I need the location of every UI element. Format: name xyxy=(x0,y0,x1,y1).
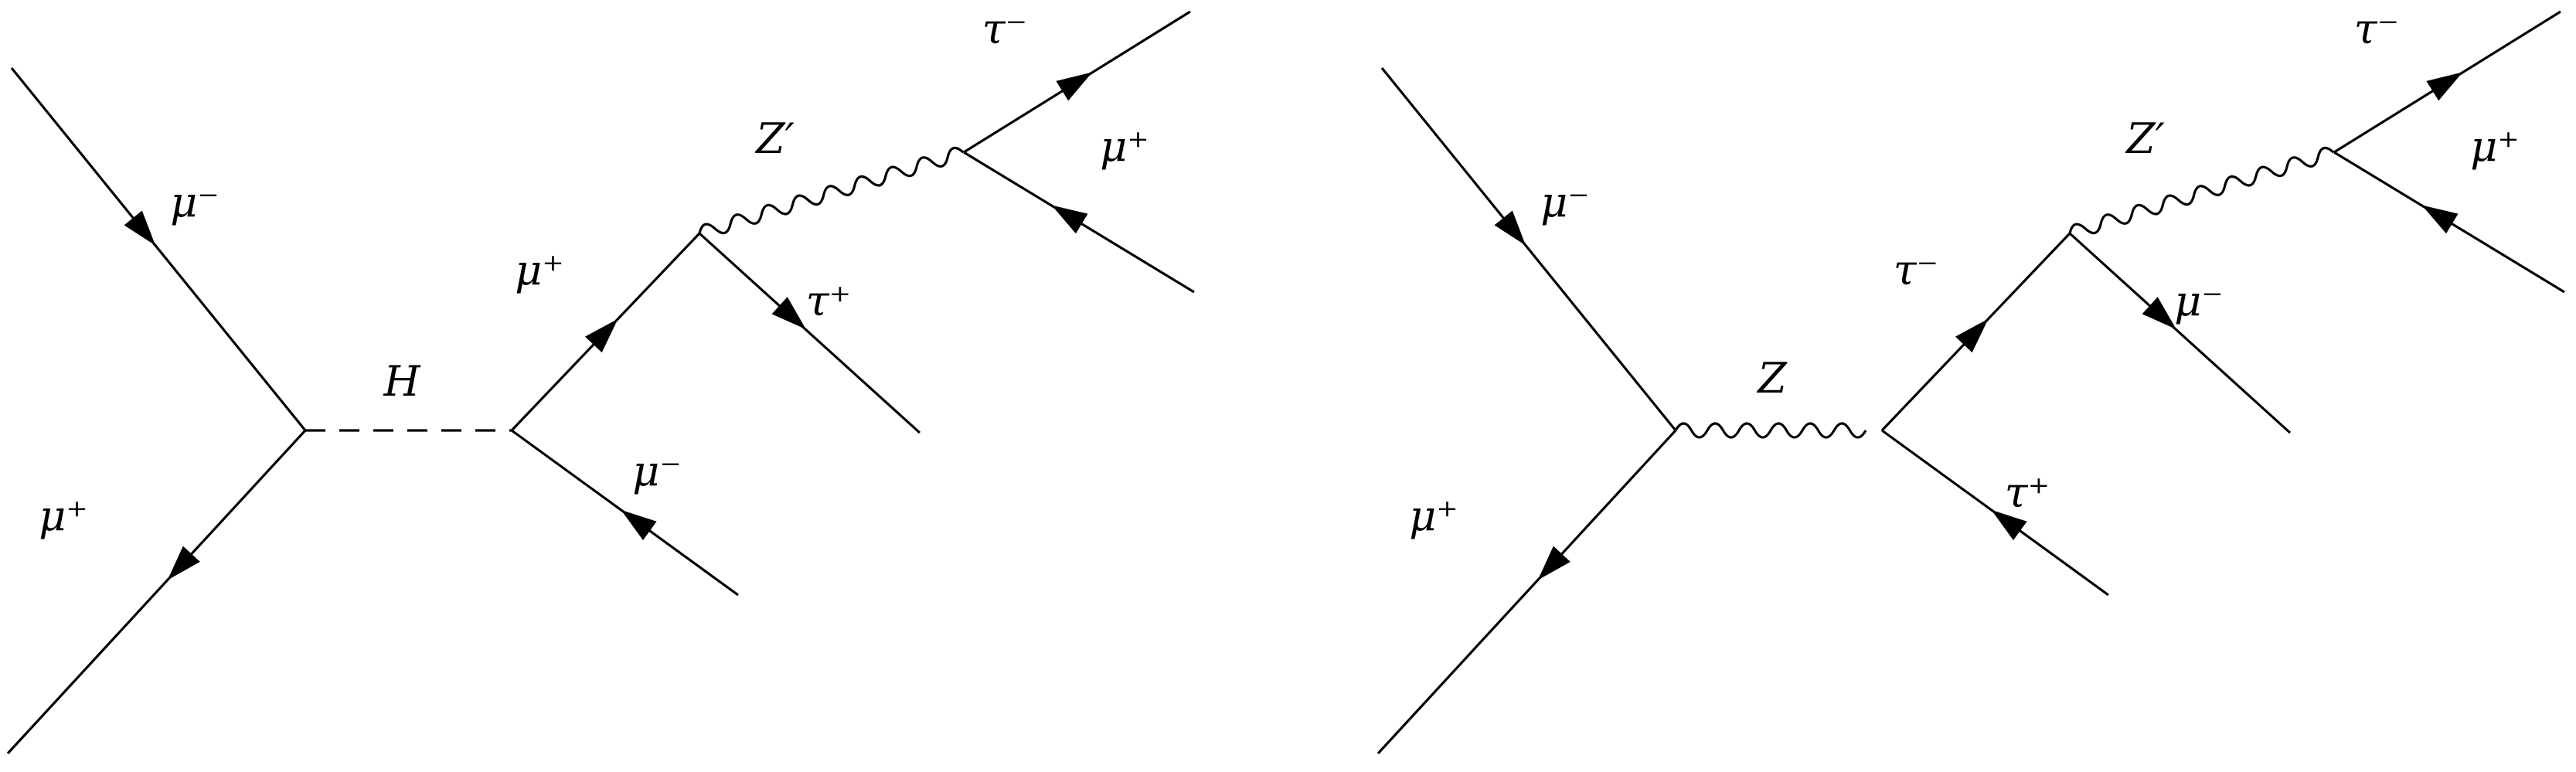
decay-bottom-label: μ⁺ xyxy=(1100,122,1149,171)
right-diagram-z-channel: μ⁻ μ⁺ Z τ⁻ τ⁺ Z′ μ⁻ τ⁻ μ⁺ xyxy=(1376,5,2566,755)
left-diagram-higgs-channel: μ⁻ μ⁺ H μ⁺ μ⁻ Z′ τ⁺ τ⁻ μ⁺ xyxy=(6,5,1196,755)
incoming-bottom-label: μ⁺ xyxy=(39,491,88,540)
diagram-skeleton xyxy=(1376,10,2566,755)
decay-bottom-label: μ⁺ xyxy=(2470,122,2520,171)
lower-branch-label: τ⁺ xyxy=(2005,468,2050,517)
propagator-label: Z xyxy=(1756,354,1788,403)
recoil-fermion-label: μ⁻ xyxy=(2174,277,2224,325)
radiated-boson-label: Z′ xyxy=(2125,114,2165,163)
upper-branch-label: μ⁺ xyxy=(515,246,564,294)
incoming-top-label: μ⁻ xyxy=(170,178,219,226)
z-propagator-wavy-line xyxy=(1674,422,1867,439)
recoil-fermion-label: τ⁺ xyxy=(806,277,851,325)
radiated-boson-label: Z′ xyxy=(754,114,795,163)
decay-top-label: τ⁻ xyxy=(2354,5,2399,53)
incoming-top-label: μ⁻ xyxy=(1540,178,1590,226)
decay-top-label: τ⁻ xyxy=(982,5,1027,53)
propagator-label: H xyxy=(383,357,420,406)
lower-branch-label: μ⁻ xyxy=(632,447,682,495)
diagram-skeleton xyxy=(6,10,1196,755)
upper-branch-label: τ⁻ xyxy=(1894,246,1938,294)
incoming-bottom-label: μ⁺ xyxy=(1409,491,1458,540)
